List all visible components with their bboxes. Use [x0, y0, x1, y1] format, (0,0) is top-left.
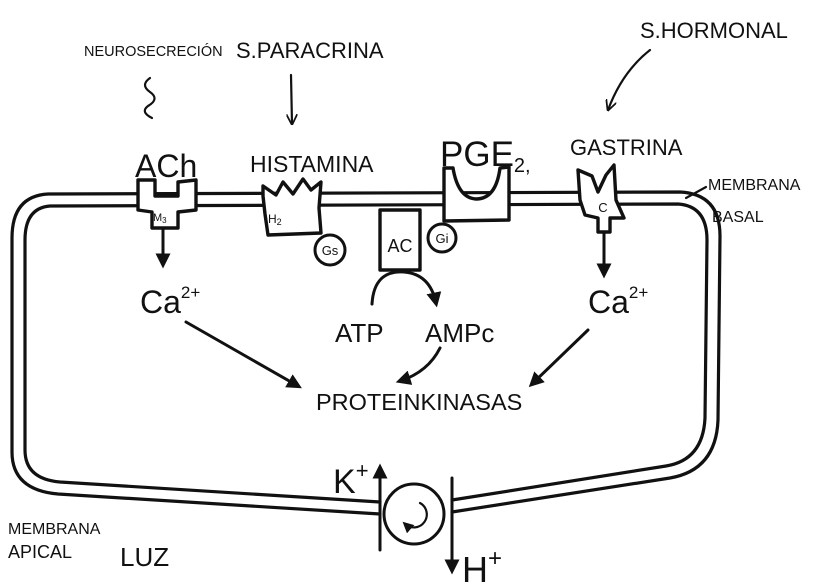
h2-receptor-subscript: 2: [277, 217, 282, 227]
potassium-symbol: K: [333, 463, 356, 501]
basal-membrane-label-line1: MEMBRANA: [708, 177, 801, 194]
calcium-right-symbol: Ca: [588, 284, 629, 320]
m3-receptor-subscript: 3: [162, 216, 167, 225]
atp-label: ATP: [335, 318, 384, 348]
gastrin-receptor-label: C: [598, 200, 607, 215]
calcium-right-charge: 2+: [629, 283, 648, 302]
ampc-label: AMPc: [425, 318, 494, 348]
pge2-receptor: [442, 165, 511, 223]
potassium-charge: +: [356, 458, 369, 483]
pge2-label-main: PGE: [440, 135, 514, 174]
histamine-label: HISTAMINA: [250, 151, 374, 177]
potassium-ion-label: K+: [333, 458, 369, 501]
proton-pump-rotation-arrow: [402, 501, 428, 534]
paracrine-arrow: [291, 73, 292, 124]
hormonal-signal-label: S.HORMONAL: [640, 18, 788, 43]
proteinkinases-label: PROTEINKINASAS: [316, 389, 522, 415]
h2-receptor-letter: H: [268, 212, 277, 226]
ach-label: ACh: [135, 148, 197, 184]
paracrine-signal-label: S.PARACRINA: [236, 38, 384, 63]
neurosecretion-label: NEUROSECRECIÓN: [84, 43, 223, 60]
hormonal-arrow: [608, 48, 652, 110]
calcium-right-label: Ca2+: [588, 283, 648, 320]
lumen-label: LUZ: [120, 542, 169, 572]
hydrogen-ion-label: H+: [462, 545, 502, 586]
arrow-ampc-to-kinases: [395, 346, 442, 385]
gi-protein-circle: [426, 222, 458, 254]
arrow-atp-to-ampc: [370, 270, 442, 308]
basal-membrane-label-line2: BASAL: [712, 209, 764, 226]
arrow-calcium-right-to-kinases: [528, 328, 590, 388]
m3-receptor-letter: M: [153, 212, 162, 224]
apical-membrane-label-line1: MEMBRANA: [8, 521, 101, 538]
calcium-left-charge: 2+: [181, 283, 200, 302]
hydrogen-symbol: H: [462, 549, 488, 586]
adenylate-cyclase-box: [378, 208, 422, 272]
hydrogen-charge: +: [488, 545, 502, 572]
gs-protein-label: Gs: [322, 243, 339, 258]
gastrin-label: GASTRINA: [570, 135, 683, 160]
calcium-left-symbol: Ca: [140, 284, 181, 320]
gi-protein-label: Gi: [436, 231, 449, 246]
neurosecretion-squiggle-arrow: [143, 76, 156, 120]
pge2-label-subscript: 2,: [514, 155, 531, 177]
proton-pump-circle: [382, 482, 446, 546]
adenylate-cyclase-label: AC: [387, 236, 412, 256]
cell-membrane-outer: [10, 190, 722, 516]
calcium-left-label: Ca2+: [140, 283, 200, 320]
apical-membrane-label-line2: APICAL: [8, 542, 72, 562]
basal-membrane-pointer: [684, 185, 708, 200]
cell-membrane-inner: [23, 202, 709, 504]
m3-receptor: [136, 178, 198, 230]
m3-receptor-label: M3: [153, 212, 167, 225]
gs-protein-circle: [313, 233, 347, 267]
gastrin-receptor: [576, 163, 626, 234]
h2-receptor-label: H2: [268, 212, 282, 227]
h2-receptor: [261, 177, 323, 237]
arrow-calcium-left-to-kinases: [184, 320, 302, 389]
pge2-label: PGE2,: [440, 135, 531, 177]
